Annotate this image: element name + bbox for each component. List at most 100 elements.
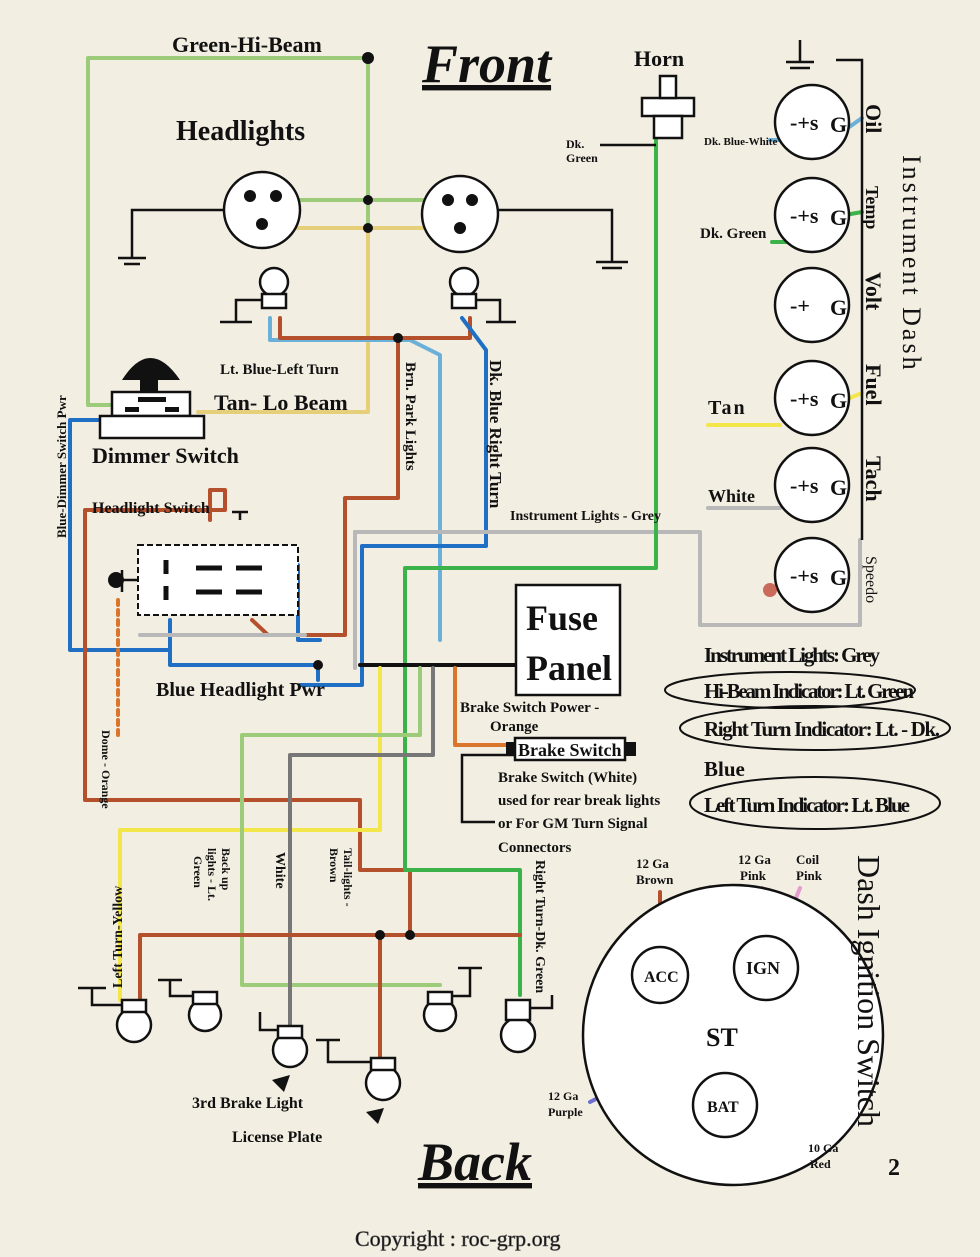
legend-hi-beam: Hi-Beam Indicator: Lt. Green bbox=[704, 679, 914, 703]
label-right-turn-dk-green: Right Turn-Dk. Green bbox=[532, 860, 547, 993]
dimmer-switch bbox=[98, 358, 206, 440]
label-gauge-temp: Temp bbox=[862, 186, 882, 229]
park-bulb-right bbox=[448, 266, 516, 324]
svg-text:-+s: -+s bbox=[790, 203, 819, 228]
label-fuse: Fuse bbox=[526, 598, 598, 638]
title-front: Front bbox=[421, 34, 553, 94]
bulb-3rd-brake bbox=[258, 1012, 309, 1069]
label-dimmer-switch: Dimmer Switch bbox=[92, 443, 239, 468]
label-backup-2: lights - Lt. bbox=[205, 848, 219, 901]
label-tan-lo-beam: Tan- Lo Beam bbox=[214, 390, 348, 415]
label-dk-blue-white: Dk. Blue-White bbox=[704, 136, 777, 148]
label-headlights: Headlights bbox=[176, 116, 305, 147]
label-ign: IGN bbox=[746, 958, 780, 978]
gauge-tach bbox=[773, 446, 851, 524]
label-dash-white: White bbox=[708, 486, 755, 506]
wire-yellow-left-turn bbox=[118, 666, 382, 1002]
ignition-bat-terminal bbox=[691, 1071, 759, 1139]
label-pink-1: 12 Ga bbox=[738, 852, 771, 867]
label-gauge-volt: Volt bbox=[861, 272, 886, 311]
label-gauge-tach: Tach bbox=[861, 456, 886, 502]
label-st: ST bbox=[706, 1023, 738, 1052]
svg-text:G: G bbox=[830, 565, 847, 590]
label-brake-note-1: Brake Switch (White) bbox=[498, 770, 637, 786]
label-coil-1: Coil bbox=[796, 852, 820, 867]
fuse-panel bbox=[514, 583, 622, 697]
label-panel: Panel bbox=[526, 648, 612, 688]
wire-blue-headlight-pwr bbox=[168, 618, 320, 682]
label-gauge-fuel: Fuel bbox=[861, 364, 886, 406]
svg-text:G: G bbox=[830, 295, 847, 320]
title-back: Back bbox=[417, 1132, 532, 1192]
label-headlight-switch: Headlight Switch bbox=[92, 500, 210, 517]
ignition-switch bbox=[581, 883, 885, 1187]
headlight-right bbox=[420, 174, 628, 270]
label-instrument-dash: Instrument Dash bbox=[897, 155, 926, 373]
label-bat: BAT bbox=[707, 1099, 739, 1116]
svg-text:G: G bbox=[830, 388, 847, 413]
svg-text:-+s: -+s bbox=[790, 473, 819, 498]
bulb-right-tail bbox=[422, 966, 482, 1033]
label-purple-2: Purple bbox=[548, 1105, 583, 1119]
headlight-switch bbox=[108, 510, 299, 616]
label-dome-orange: Dome - Orange bbox=[99, 730, 113, 809]
wire-dk-green-horn bbox=[403, 138, 658, 997]
label-tail-2: Brown bbox=[327, 848, 341, 883]
label-dk-green-1: Dk. bbox=[566, 137, 584, 151]
rear-lights bbox=[78, 966, 554, 1124]
label-brake-switch-power-2: Orange bbox=[490, 719, 539, 735]
label-acc: ACC bbox=[644, 969, 679, 986]
label-brake-note-3: or For GM Turn Signal bbox=[498, 816, 647, 832]
label-dk-green-2: Green bbox=[566, 151, 598, 165]
gauge-volt bbox=[773, 266, 851, 344]
svg-text:-+s: -+s bbox=[790, 563, 819, 588]
label-backup-1: Back up bbox=[219, 848, 233, 891]
label-red-2: Red bbox=[810, 1157, 831, 1171]
wire-brake-white bbox=[460, 753, 515, 824]
wire-brown-dome-loop bbox=[83, 488, 412, 937]
svg-text:-+: -+ bbox=[790, 293, 810, 318]
bulb-left-turn bbox=[78, 986, 153, 1044]
park-bulb-left bbox=[220, 266, 290, 324]
wire-brown-park-lights bbox=[278, 316, 472, 340]
label-tail-1: Tail-lights - bbox=[341, 848, 355, 907]
gauge-speedo bbox=[773, 536, 851, 614]
wire-lo-beam-vertical bbox=[196, 226, 370, 414]
label-blue-dimmer-pwr: Blue-Dimmer Switch Pwr bbox=[54, 395, 69, 538]
svg-text:G: G bbox=[830, 475, 847, 500]
wire-green-hi-beam bbox=[86, 56, 370, 407]
label-dash-dk-green: Dk. Green bbox=[700, 226, 767, 242]
gauge-temp bbox=[773, 176, 851, 254]
label-gauge-speedo: Speedo bbox=[862, 556, 879, 603]
gauge-oil bbox=[773, 83, 851, 161]
arrow-3rd-brake bbox=[272, 1075, 290, 1092]
label-brn-park-lights: Brn. Park Lights bbox=[402, 362, 418, 471]
legend-right-turn: Right Turn Indicator: Lt. - Dk. bbox=[704, 717, 940, 741]
gauge-fuel bbox=[773, 359, 851, 437]
copyright: Copyright : roc-grp.org bbox=[355, 1226, 561, 1251]
wire-orange-brake-power bbox=[453, 666, 512, 747]
ignition-ign-terminal bbox=[732, 934, 800, 1002]
label-license-plate: License Plate bbox=[232, 1129, 322, 1146]
label-gauge-oil: Oil bbox=[861, 104, 886, 133]
label-brown-2: Brown bbox=[636, 872, 674, 887]
label-horn: Horn bbox=[634, 46, 684, 71]
headlight-left bbox=[118, 170, 302, 266]
label-pink-2: Pink bbox=[740, 868, 767, 883]
label-white: White bbox=[272, 852, 287, 889]
wire-lt-green-backup bbox=[240, 666, 442, 987]
label-dk-blue-right-turn: Dk. Blue Right Turn bbox=[486, 360, 505, 509]
label-brake-note-2: used for rear break lights bbox=[498, 793, 660, 809]
legend-oval-left-turn bbox=[689, 776, 941, 830]
label-brown-1: 12 Ga bbox=[636, 856, 669, 871]
wire-white-brake bbox=[288, 666, 435, 1027]
svg-text:-+s: -+s bbox=[790, 110, 819, 135]
label-dash-tan: Tan bbox=[708, 397, 747, 419]
ignition-acc-terminal bbox=[630, 945, 690, 1005]
legend-oval-right-turn bbox=[679, 705, 951, 751]
label-lt-blue-left-turn: Lt. Blue-Left Turn bbox=[220, 362, 339, 378]
label-green-hi-beam: Green-Hi-Beam bbox=[172, 32, 322, 57]
bulb-left-tail bbox=[158, 978, 223, 1033]
